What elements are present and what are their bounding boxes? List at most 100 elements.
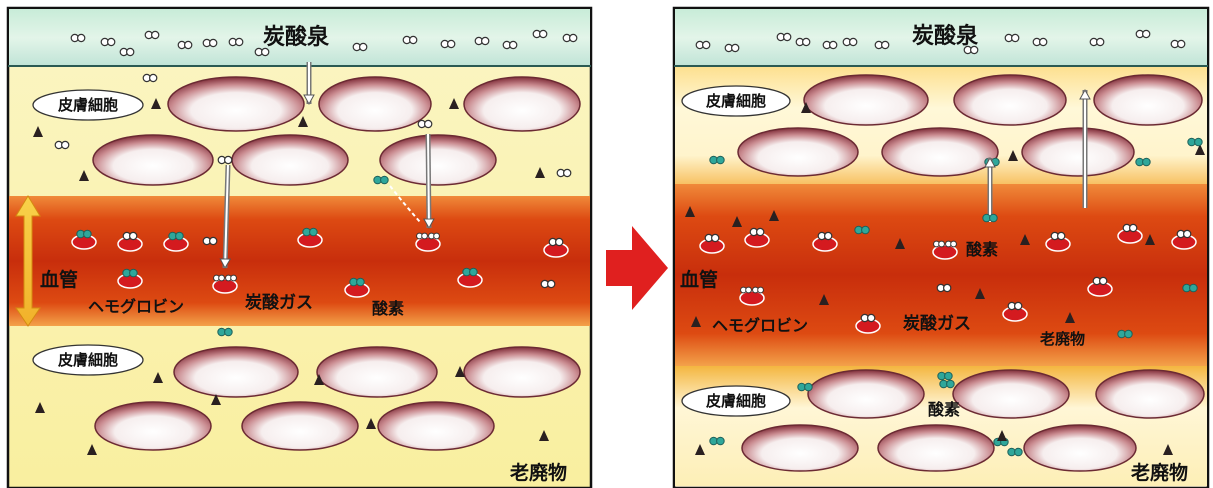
waste-particle-icon: [298, 116, 308, 127]
co2-molecule-icon: [202, 236, 218, 246]
co2-molecule-icon: [70, 33, 86, 43]
skin-cell: [953, 74, 1067, 126]
vessel-width-arrow: [15, 195, 41, 327]
co2-molecule-icon: [776, 32, 792, 42]
hemoglobin-icon: [1171, 229, 1197, 250]
co2-molecule-icon: [963, 45, 979, 55]
hemoglobin-icon: [415, 232, 441, 252]
co2-gas-label: 炭酸ガス: [903, 313, 971, 334]
oxygen-molecule-icon: [462, 267, 478, 277]
oxygen-molecule-icon: [349, 277, 365, 287]
skin-cell-bottom-label: 皮膚細胞: [58, 351, 118, 369]
co2-molecule-icon: [440, 39, 456, 49]
skin-cell: [318, 76, 432, 132]
co2-molecule-icon: [1004, 33, 1020, 43]
co2-molecule-icon: [474, 36, 490, 46]
hemoglobin-icon: [543, 237, 569, 258]
waste-particle-icon: [539, 430, 549, 441]
hemoglobin-icon: [457, 267, 483, 288]
waste-particle-icon: [1020, 234, 1030, 245]
waste-particle-icon: [455, 366, 465, 377]
waste-particle-icon: [819, 294, 829, 305]
co2-molecule-icon: [177, 40, 193, 50]
co2-molecule-icon: [502, 40, 518, 50]
right-panel: 炭酸泉皮膚細胞血管酸素ヘモグロビン炭酸ガス老廃物皮膚細胞酸素老廃物: [672, 6, 1210, 488]
hemoglobin-icon: [344, 277, 370, 298]
skin-cell: [173, 346, 299, 398]
co2-molecule-icon: [933, 240, 945, 248]
co2-molecule-icon: [1170, 39, 1186, 49]
oxygen-molecule-icon: [122, 268, 138, 278]
skin-cell: [316, 346, 438, 398]
skin-cell: [1021, 127, 1135, 177]
oxygen-molecule-icon: [217, 327, 233, 337]
co2-molecule-icon: [1089, 37, 1105, 47]
oxygen-molecule-icon: [854, 225, 870, 235]
skin-cell-bottom-label-box: [32, 344, 144, 376]
waste-particle-icon: [33, 126, 43, 137]
skin-cell: [92, 134, 214, 186]
hemoglobin-icon: [1117, 223, 1143, 244]
skin-cell: [952, 369, 1070, 419]
waste-particle-icon: [1008, 150, 1018, 161]
hemoglobin-icon: [932, 240, 958, 260]
waste-particle-icon: [1195, 144, 1205, 155]
waste-label: 老廃物: [1131, 461, 1188, 484]
hemoglobin-icon: [117, 231, 143, 252]
waste-particle-icon: [535, 167, 545, 178]
co2-molecule-icon: [874, 40, 890, 50]
skin-cell-top-label-box: [32, 89, 144, 121]
co2-molecule-icon: [740, 286, 752, 294]
co2-molecule-icon: [822, 40, 838, 50]
waste-particle-icon: [153, 372, 163, 383]
blood-vessel: [9, 196, 590, 326]
skin-cell: [881, 127, 999, 177]
skin-cell: [1023, 424, 1137, 472]
waste-particle-icon: [685, 206, 695, 217]
skin-cell-bottom-label: 皮膚細胞: [706, 392, 766, 410]
skin-cell: [463, 346, 581, 398]
waste-particle-icon: [366, 418, 376, 429]
oxygen-molecule-icon: [1187, 137, 1203, 147]
co2-molecule-icon: [352, 42, 368, 52]
skin-cell: [1093, 74, 1203, 126]
waste-particle-icon: [1145, 234, 1155, 245]
hemoglobin-icon: [71, 229, 97, 250]
oxygen-molecule-icon: [373, 175, 389, 185]
waste-particle-icon: [314, 374, 324, 385]
co2-molecule-icon: [100, 37, 116, 47]
waste-particle-icon: [895, 238, 905, 249]
co2-molecule-icon: [945, 240, 957, 248]
co2-molecule-icon: [1176, 229, 1192, 239]
co2-molecule-icon: [1032, 37, 1048, 47]
left-panel: 炭酸泉皮膚細胞血管ヘモグロビン炭酸ガス酸素皮膚細胞老廃物: [6, 6, 593, 488]
co2-molecule-icon: [142, 73, 158, 83]
co2-molecule-icon: [202, 38, 218, 48]
oxygen-tissue-label: 酸素: [928, 400, 960, 419]
co2-molecule-icon: [842, 37, 858, 47]
waste-particle-icon: [801, 102, 811, 113]
co2-molecule-icon: [122, 231, 138, 241]
oxygen-molecule-icon: [168, 231, 184, 241]
co2-molecule-icon: [752, 286, 764, 294]
co2-molecule-icon: [428, 232, 440, 240]
skin-cell-top-label: 皮膚細胞: [706, 92, 766, 110]
waste-particle-icon: [151, 98, 161, 109]
waste-particle-icon: [35, 402, 45, 413]
oxygen-molecule-icon: [1135, 157, 1151, 167]
oxygen-molecule-icon: [709, 155, 725, 165]
skin-cell: [377, 401, 495, 451]
skin-cell-top-label: 皮膚細胞: [58, 96, 118, 114]
co2-molecule-icon: [119, 47, 135, 57]
transition-arrow-icon: [606, 226, 668, 310]
waste-particle-icon: [691, 316, 701, 327]
oxygen-molecule-icon: [1182, 283, 1198, 293]
hemoglobin-icon: [1045, 231, 1071, 252]
hemoglobin-icon: [855, 313, 881, 334]
skin-cell: [741, 424, 859, 472]
co2-molecule-icon: [704, 233, 720, 243]
co2-molecule-icon: [817, 231, 833, 241]
carbonated-spring-label: 炭酸泉: [912, 23, 979, 49]
waste-particle-icon: [769, 210, 779, 221]
skin-cell: [94, 401, 212, 451]
